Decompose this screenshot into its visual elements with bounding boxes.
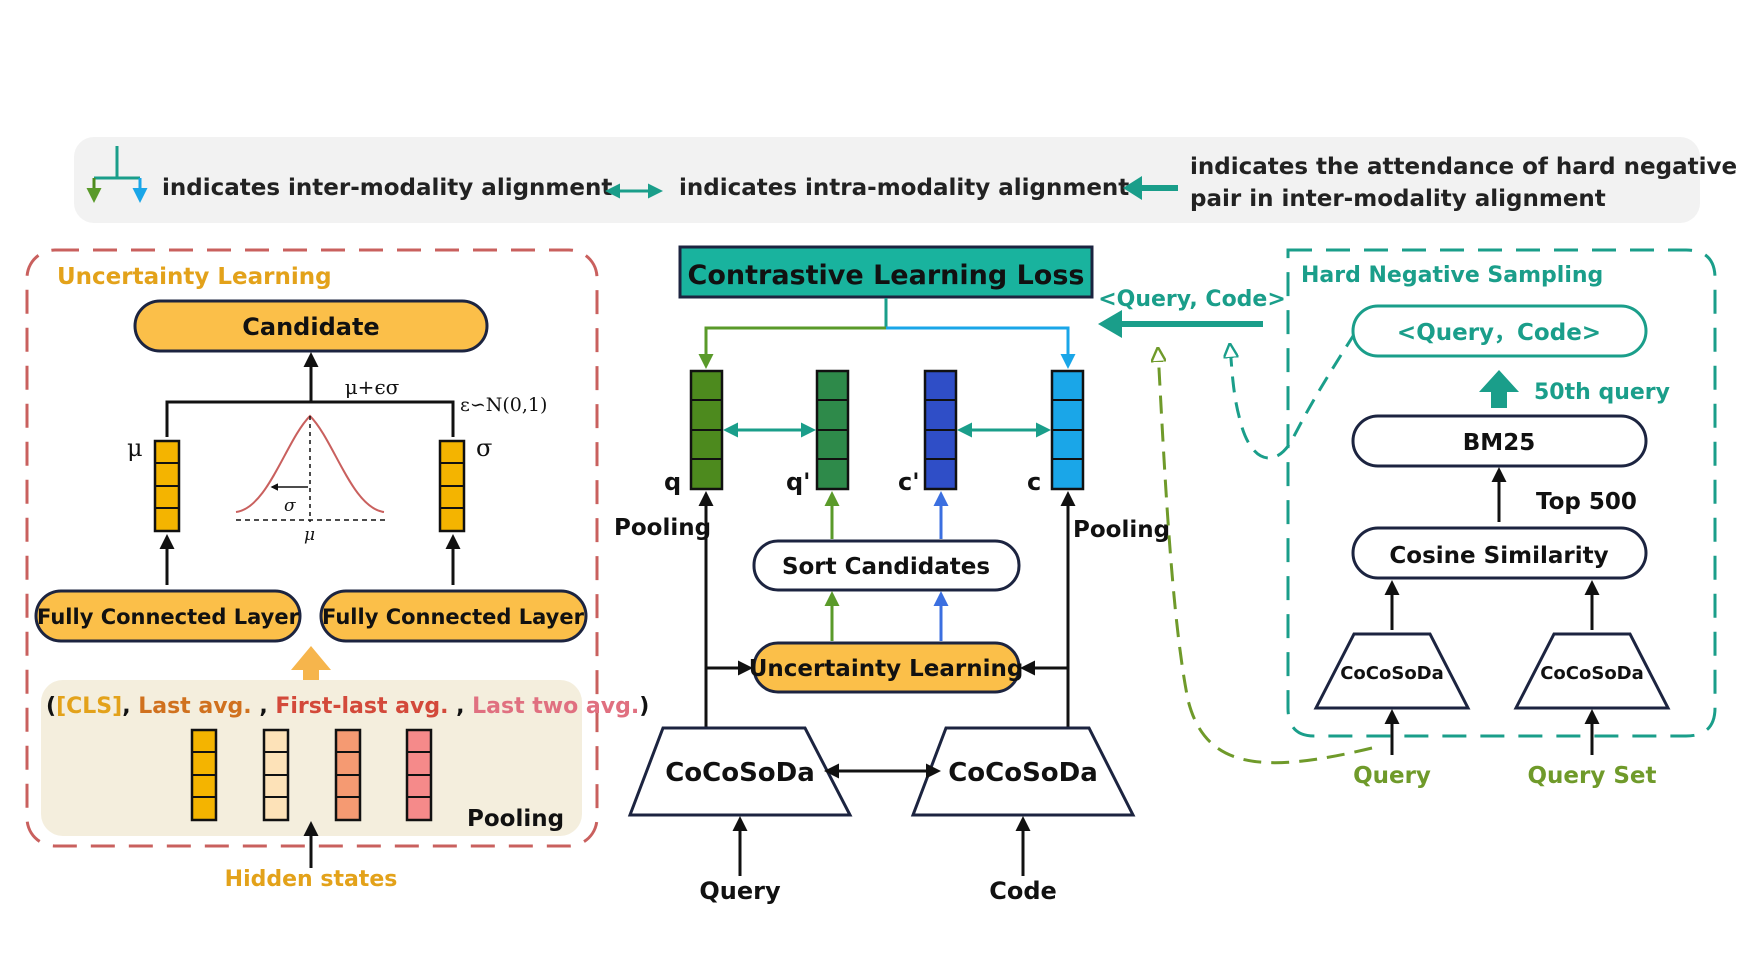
loss-box (678, 245, 1094, 299)
hard-pair-label: <Query，Code> (1397, 320, 1601, 346)
cosine-box (1351, 526, 1648, 580)
center-uncertainty-box (752, 641, 1021, 694)
bm25-box (1351, 414, 1648, 468)
mu-label: μ (127, 434, 143, 462)
pool-cls: [CLS] (56, 694, 122, 719)
curve-sigma-label: σ (284, 496, 296, 516)
pooling-right-label: Pooling (1073, 517, 1170, 543)
candidate-label: Candidate (242, 313, 379, 341)
pooling-left-label: Pooling (614, 515, 711, 541)
hidden-states-label: Hidden states (225, 867, 398, 892)
curve-mu-label: μ (304, 525, 315, 545)
hard-negative-arrow (1098, 310, 1263, 338)
code-encoder-label: CoCoSoDa (948, 758, 1098, 788)
legend-intra-text: indicates intra-modality alignment (679, 175, 1129, 201)
fc-left-box (34, 589, 302, 643)
loss-to-q-line (698, 326, 886, 369)
pool-comma-2: , (252, 694, 276, 719)
hard-title: Hard Negative Sampling (1301, 263, 1603, 288)
inter-modality-icon (86, 146, 148, 203)
legend: indicates inter-modality alignment indic… (74, 137, 1737, 223)
hard-encoder-right-label: CoCoSoDa (1540, 663, 1644, 684)
sigma-vector (438, 439, 466, 533)
c-label: c (1027, 468, 1041, 496)
pooling-strategies: ([CLS], Last avg. , First-last avg. , La… (46, 694, 649, 719)
legend-background (74, 137, 1700, 223)
sampling-bracket (165, 400, 455, 437)
top-label: Top 500 (1536, 489, 1637, 515)
pool-comma-3: , (448, 694, 472, 719)
pooling-vector-last-two-avg (405, 728, 433, 822)
q-vector (689, 369, 724, 491)
query-encoder-label: CoCoSoDa (665, 758, 815, 788)
pooling-label-left: Pooling (467, 806, 564, 832)
hard-panel-border (1286, 248, 1717, 738)
pooling-vector-cls (190, 728, 218, 822)
query-set-label: Query Set (1527, 763, 1656, 789)
code-input-label: Code (989, 877, 1057, 905)
pooling-vector-last-avg (262, 728, 290, 822)
sort-candidates-box (752, 539, 1021, 592)
hard-pair-box (1351, 304, 1648, 358)
c-prime-label: c' (898, 468, 920, 496)
pool-last-avg: Last avg. (138, 694, 251, 719)
candidate-box (133, 299, 489, 353)
legend-hard-text-1: indicates the attendance of hard negativ… (1190, 154, 1737, 180)
hard-encoder-left-shape (1313, 632, 1471, 710)
hard-negative-sampling-panel: Hard Negative Sampling <Query，Code> 50th… (1286, 248, 1717, 789)
teal-dashed-curve (1230, 332, 1357, 460)
c-prime-vector (923, 369, 958, 491)
uncertainty-learning-panel: Uncertainty Learning Candidate μ+ϵσ ε∽N(… (25, 248, 649, 892)
contrastive-pipeline: Contrastive Learning Loss (614, 245, 1373, 905)
mu-vector (153, 439, 181, 533)
uncertainty-title: Uncertainty Learning (57, 264, 332, 290)
center-uncertainty-label: Uncertainty Learning (749, 656, 1024, 682)
hard-query-label: Query (1353, 763, 1431, 789)
sigma-label: σ (476, 434, 492, 462)
hard-negative-icon (1123, 176, 1178, 200)
hard-encoder-left-label: CoCoSoDa (1340, 663, 1444, 684)
fc-right-label: Fully Connected Layer (322, 605, 585, 629)
query-input-label: Query (699, 877, 781, 905)
formula-label: μ+ϵσ (345, 375, 400, 399)
gaussian-curve (235, 414, 386, 522)
pool-open: ( (46, 694, 56, 719)
q-prime-vector (815, 369, 850, 491)
pair-label: <Query, Code> (1098, 287, 1286, 312)
pool-close: ) (639, 694, 649, 719)
query-dashed-curve (1158, 350, 1373, 765)
cosine-label: Cosine Similarity (1389, 543, 1608, 569)
loss-label: Contrastive Learning Loss (688, 260, 1085, 291)
pooling-background (41, 680, 582, 836)
bm25-label: BM25 (1463, 430, 1535, 456)
nth-query-arrow (1479, 370, 1519, 408)
fc-right-box (319, 589, 588, 643)
loss-to-c-line (886, 326, 1076, 369)
nth-query-label: 50th query (1534, 380, 1670, 405)
q-label: q (664, 468, 681, 496)
query-encoder-shape (627, 726, 853, 817)
pool-first-last-avg: First-last avg. (275, 694, 448, 719)
pool-last-two-avg: Last two avg. (472, 694, 639, 719)
c-vector (1050, 369, 1085, 491)
code-encoder-shape (910, 726, 1136, 817)
pool-comma-1: , (122, 694, 138, 719)
hard-encoder-right-shape (1513, 632, 1671, 710)
legend-inter-text: indicates inter-modality alignment (162, 175, 612, 201)
pooling-up-arrow (291, 646, 331, 688)
fc-left-label: Fully Connected Layer (37, 605, 300, 629)
q-prime-label: q' (786, 468, 811, 496)
pooling-vector-first-last-avg (334, 728, 362, 822)
sort-candidates-label: Sort Candidates (782, 554, 990, 580)
noise-label: ε∽N(0,1) (460, 394, 547, 416)
legend-hard-text-2: pair in inter-modality alignment (1190, 186, 1606, 212)
